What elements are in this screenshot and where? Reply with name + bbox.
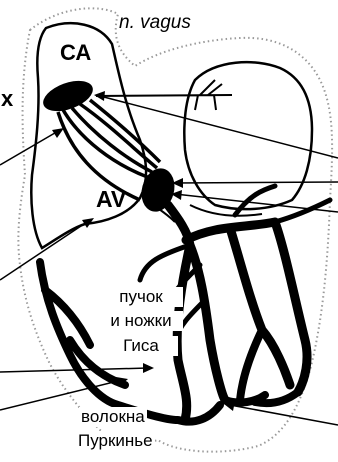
vagus-label: n. vagus — [119, 12, 191, 34]
pointer-right-4 — [230, 405, 338, 425]
his-label-line1: пучок — [99, 287, 183, 307]
sa-node-label: СА — [60, 40, 91, 66]
arrowhead-sa-right — [94, 91, 105, 101]
arrowhead-his — [143, 363, 154, 373]
pointer-right-2 — [175, 182, 338, 183]
av-node-label: AV — [96, 186, 126, 213]
vagus-nerve — [96, 80, 232, 110]
pointer-x-to-sa — [0, 130, 60, 165]
his-label-line2: и ножки — [99, 311, 183, 331]
heart-outer-outline — [18, 8, 332, 451]
x-marker-label: x — [1, 86, 13, 112]
purkinje-label-line1: волокна — [79, 407, 147, 427]
purkinje-label-line2: Пуркинье — [76, 431, 155, 451]
left-atrium-outline — [184, 62, 312, 209]
his-label-line3: Гиса — [104, 336, 178, 356]
bundle-of-his — [168, 205, 307, 420]
